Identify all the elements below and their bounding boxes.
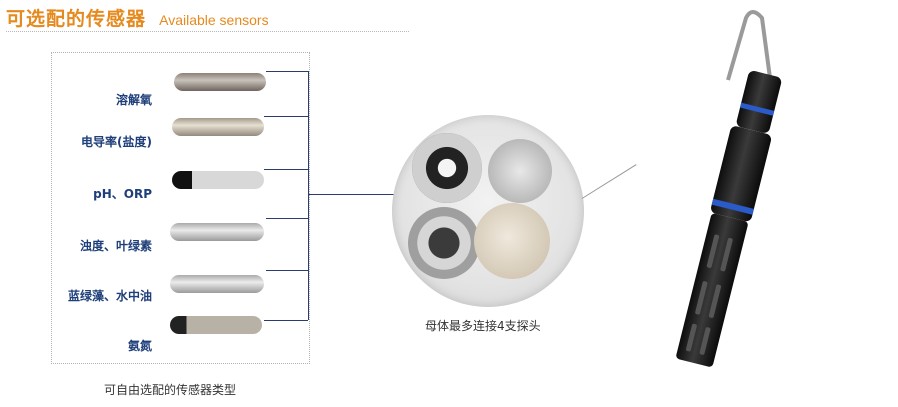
- sensor-image-conductivity: [172, 118, 264, 136]
- leader-line: [264, 116, 308, 117]
- sensor-label-turbidity: 浊度、叶绿素: [79, 239, 152, 253]
- leader-line: [264, 169, 308, 170]
- section-title: 可选配的传感器 Available sensors: [6, 4, 269, 34]
- probe-head-beige: [474, 203, 550, 279]
- bracket-connector: [308, 194, 401, 195]
- leader-line: [264, 320, 308, 321]
- closeup-image: [392, 115, 584, 307]
- sensor-image-ph: [172, 171, 264, 189]
- bracket-line: [308, 71, 309, 320]
- sensor-label-ammonia: 氨氮: [127, 339, 152, 353]
- sonde-image: [676, 10, 782, 367]
- closeup-caption: 母体最多连接4支探头: [425, 319, 541, 333]
- probe-head-black: [412, 133, 482, 203]
- title-chinese: 可选配的传感器: [6, 8, 147, 30]
- sensor-image-ammonia: [170, 316, 262, 334]
- title-english: Available sensors: [159, 12, 269, 28]
- sensor-label-do: 溶解氧: [115, 93, 152, 107]
- title-divider: [6, 31, 409, 32]
- panel-caption: 可自由选配的传感器类型: [104, 383, 237, 397]
- sensor-image-algae: [170, 275, 264, 293]
- sensor-image-do: [174, 73, 266, 91]
- probe-head-silver: [488, 139, 552, 203]
- sensor-label-algae: 蓝绿藻、水中油: [67, 289, 152, 303]
- probe-head-lens: [408, 207, 480, 279]
- leader-line: [266, 270, 308, 271]
- sensor-label-ph: pH、ORP: [93, 187, 152, 201]
- sensor-label-conductivity: 电导率(盐度): [81, 135, 152, 149]
- sensor-panel: 溶解氧 电导率(盐度) pH、ORP 浊度、叶绿素 蓝绿藻、水中油 氨氮: [51, 52, 310, 364]
- leader-line: [266, 218, 308, 219]
- sensor-image-turbidity: [170, 223, 264, 241]
- leader-line: [266, 71, 308, 72]
